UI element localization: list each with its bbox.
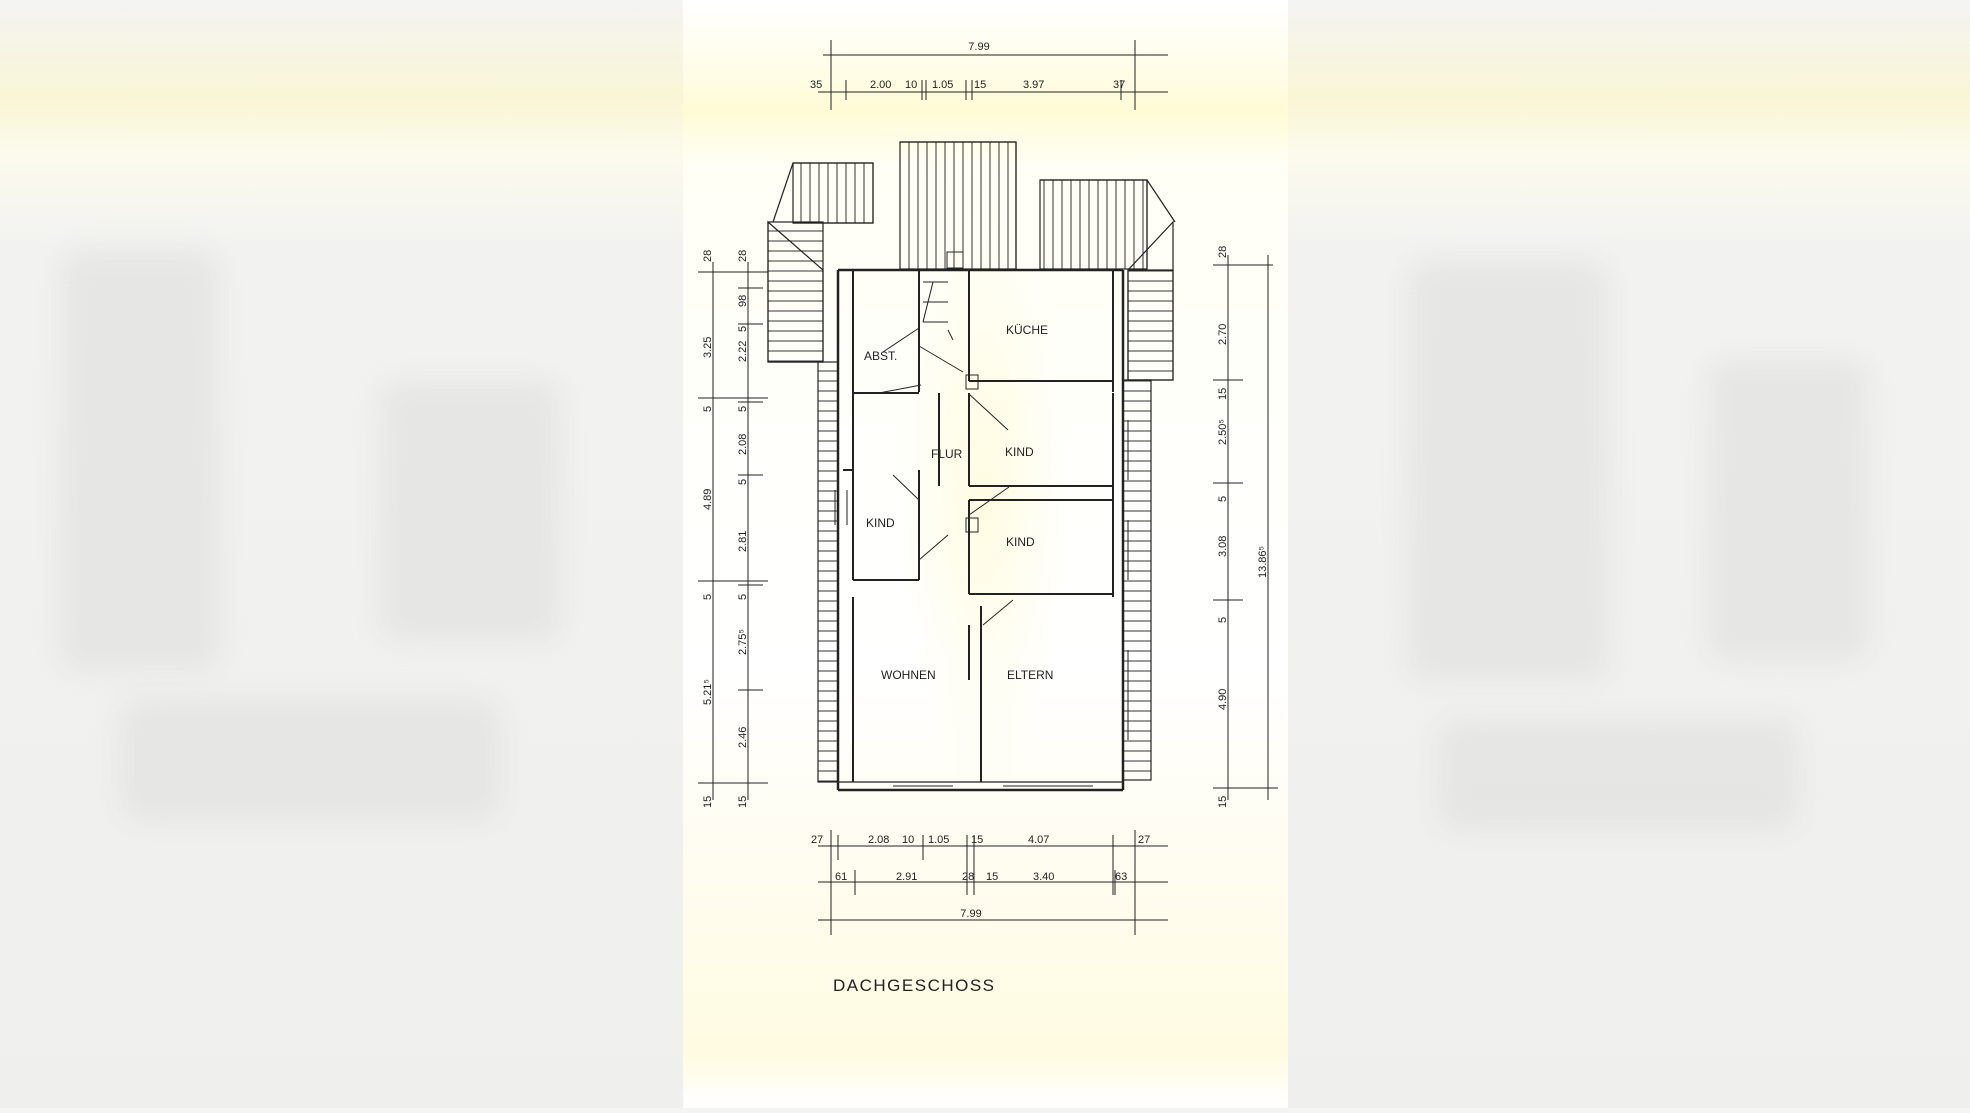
dim-top-6: 3.97 <box>1023 79 1044 91</box>
dim-right-inner-f: 3.08 <box>1217 536 1229 557</box>
room-label-eltern: ELTERN <box>1007 668 1053 682</box>
dim-bottom-r1-5: 15 <box>971 834 983 846</box>
dim-left-outer-b: 3.25 <box>702 337 714 358</box>
room-label-flur: FLUR <box>931 447 963 461</box>
plan-title: DACHGESCHOSS <box>833 976 996 995</box>
dim-left-inner-e: 5 <box>737 406 749 412</box>
dim-left-inner-a: 28 <box>737 250 749 262</box>
window-marks <box>834 420 1129 787</box>
dim-left-inner-l: 15 <box>737 796 749 808</box>
dimension-lines-top <box>818 40 1168 110</box>
floor-plan-drawing: 7.99 35 2.00 10 1.05 15 3.97 37 27 2.08 … <box>698 40 1278 995</box>
dim-bottom-r2-6: 63 <box>1115 871 1127 883</box>
dimension-lines-right <box>1213 255 1278 800</box>
roof-hatch-right <box>1122 220 1174 781</box>
dim-top-3: 10 <box>905 79 917 91</box>
dim-top-4: 1.05 <box>932 79 953 91</box>
dim-left-outer-f: 5.21⁵ <box>702 679 714 705</box>
dim-left-inner-g: 5 <box>737 479 749 485</box>
dim-right-outer-overall: 13.86⁵ <box>1257 546 1269 578</box>
dim-left-inner-h: 2.81 <box>737 531 749 552</box>
dim-right-inner-d: 2.50⁵ <box>1217 419 1229 445</box>
dim-left-outer-d: 4.89 <box>702 489 714 510</box>
dim-top-overall: 7.99 <box>968 41 989 53</box>
dim-right-inner-e: 5 <box>1217 496 1229 502</box>
roof-hatch-top <box>772 141 1176 270</box>
door-swings <box>878 327 1014 626</box>
dim-bottom-r1-4: 1.05 <box>928 834 949 846</box>
room-label-kind-2: KIND <box>866 516 895 530</box>
dim-right-inner-a: 28 <box>1217 246 1229 258</box>
dim-right-inner-i: 15 <box>1217 796 1229 808</box>
dim-top-7: 37 <box>1113 79 1125 91</box>
interior-walls <box>843 270 1114 782</box>
dimension-lines-left <box>698 262 768 800</box>
stair-symbol <box>922 251 979 533</box>
dim-bottom-r2-2: 2.91 <box>896 871 917 883</box>
dim-right-inner-b: 2.70 <box>1217 324 1229 345</box>
floor-plan-sheet: 7.99 35 2.00 10 1.05 15 3.97 37 27 2.08 … <box>683 0 1288 1108</box>
dim-right-inner-c: 15 <box>1217 388 1229 400</box>
dim-right-inner-h: 4.90 <box>1217 689 1229 710</box>
dim-top-2: 2.00 <box>870 79 891 91</box>
dim-bottom-r1-1: 27 <box>811 834 823 846</box>
dim-left-outer-c: 5 <box>702 406 714 412</box>
dim-bottom-r1-7: 27 <box>1138 834 1150 846</box>
blurred-background-right <box>1288 0 1970 1108</box>
dimension-lines-bottom <box>818 830 1168 935</box>
outer-walls <box>836 268 1125 792</box>
dim-bottom-r1-2: 2.08 <box>868 834 889 846</box>
dim-left-outer-g: 15 <box>702 796 714 808</box>
blurred-background-left <box>0 0 683 1108</box>
room-label-abst: ABST. <box>864 349 897 363</box>
dim-left-outer-a: 28 <box>702 250 714 262</box>
dim-left-inner-c: 5 <box>737 326 749 332</box>
dim-left-inner-k: 2.46 <box>737 727 749 748</box>
dim-right-inner-g: 5 <box>1217 617 1229 623</box>
dim-left-inner-f: 2.08 <box>737 434 749 455</box>
dim-top-5: 15 <box>974 79 986 91</box>
dim-left-inner-b: 98 <box>737 295 749 307</box>
dim-bottom-overall: 7.99 <box>960 908 981 920</box>
room-label-kueche: KÜCHE <box>1006 323 1048 337</box>
dim-left-inner-d: 2.22 <box>737 341 749 362</box>
dim-top-1: 35 <box>810 79 822 91</box>
dim-bottom-r2-3: 28 <box>962 871 974 883</box>
dim-bottom-r2-5: 3.40 <box>1033 871 1054 883</box>
dim-bottom-r2-1: 61 <box>835 871 847 883</box>
room-label-kind-3: KIND <box>1006 535 1035 549</box>
room-label-wohnen: WOHNEN <box>881 668 936 682</box>
roof-hatch-left <box>767 220 839 783</box>
dim-left-outer-e: 5 <box>702 594 714 600</box>
dim-left-inner-j: 2.75⁵ <box>737 629 749 655</box>
dim-left-inner-i: 5 <box>737 594 749 600</box>
dim-bottom-r1-3: 10 <box>902 834 914 846</box>
room-label-kind-1: KIND <box>1005 445 1034 459</box>
dim-bottom-r1-6: 4.07 <box>1028 834 1049 846</box>
dim-bottom-r2-4: 15 <box>986 871 998 883</box>
